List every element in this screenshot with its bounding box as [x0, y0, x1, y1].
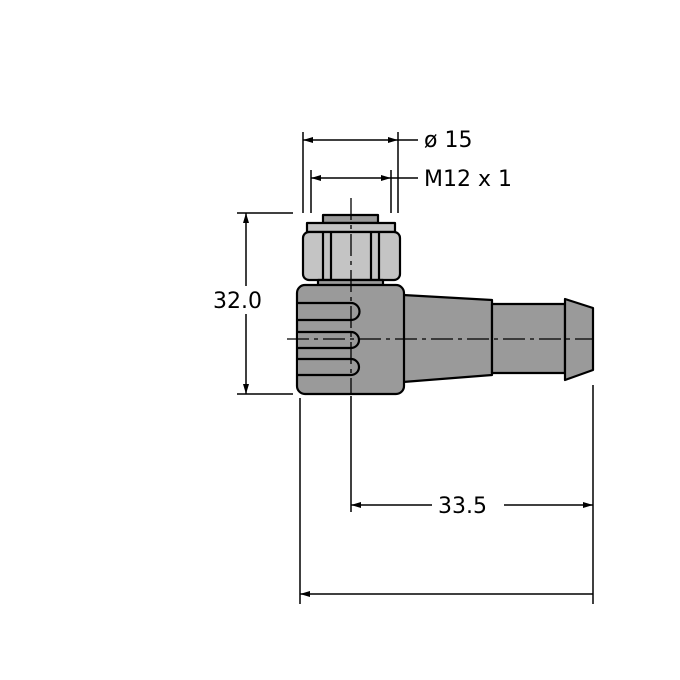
center-lines	[287, 198, 593, 395]
grip-rib	[298, 357, 361, 377]
grip-rib	[298, 301, 361, 322]
grip-rib	[298, 330, 361, 350]
dim-outer-diameter: ø 15	[424, 128, 472, 153]
dim-thread: M12 x 1	[424, 167, 512, 192]
dim-height: 32.0	[213, 289, 262, 314]
connector	[295, 213, 595, 396]
dim-axis-to-end: 33.5	[438, 494, 487, 519]
